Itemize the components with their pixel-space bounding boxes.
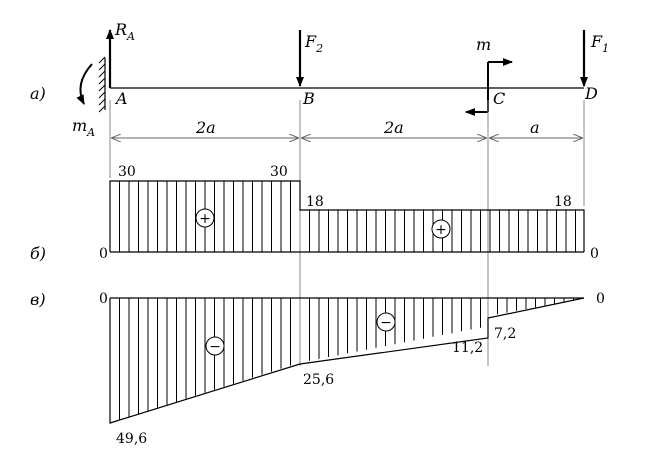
diagram-v-value-c-left: 11,2 — [452, 340, 483, 356]
dimension-label-bc: 2a — [383, 118, 404, 137]
diagram-v-sign-2-text: − — [380, 315, 392, 331]
point-label-b: B — [302, 89, 315, 108]
reaction-moment-label: mA — [72, 116, 95, 139]
diagram-b-value-b-right: 18 — [306, 194, 324, 210]
row-label-b: б) — [30, 244, 46, 263]
diagram-v-value-c-right: 7,2 — [494, 326, 516, 342]
diagram-b-sign-1-text: + — [199, 211, 211, 227]
point-label-a: A — [114, 89, 128, 108]
diagram-v-zero-right: 0 — [596, 291, 605, 307]
applied-moment-label: m — [476, 35, 491, 54]
diagram-v-value-b: 25,6 — [303, 372, 334, 388]
diagram-v-outline — [109, 297, 585, 424]
diagram-v-sign-2: − — [376, 312, 396, 332]
diagram-b-value-a: 30 — [118, 164, 136, 180]
diagram-v-hatching — [119, 298, 574, 420]
diagram-b-sign-1: + — [195, 208, 215, 228]
dimension-label-ab: 2a — [195, 118, 216, 137]
dimension-label-cd: a — [530, 118, 540, 137]
dimension-line: 2a 2a a — [109, 100, 585, 366]
row-label-a: а) — [30, 84, 46, 103]
diagram-b-zero-right: 0 — [590, 246, 599, 262]
diagram-b-zero-left: 0 — [99, 246, 108, 262]
reaction-ra-label: RA — [114, 20, 135, 43]
diagram-b-sign-2-text: + — [435, 222, 447, 238]
diagram-b-outline — [109, 180, 585, 252]
reaction-moment-arrow — [76, 63, 93, 105]
diagram-v-value-a: 49,6 — [116, 431, 147, 447]
row-label-v: в) — [30, 290, 46, 309]
diagram-v-sign-1: − — [205, 336, 225, 356]
diagram-v: 0 0 49,6 25,6 11,2 7,2 − − — [99, 291, 605, 447]
point-label-d: D — [584, 84, 598, 103]
beam-scheme: RA mA F2 F1 m A B C D — [72, 20, 609, 139]
force-f2-label: F2 — [304, 32, 323, 55]
diagram-b-hatching — [119, 181, 576, 252]
diagram-v-sign-1-text: − — [209, 339, 221, 355]
point-label-c: C — [493, 89, 505, 108]
diagram-b-value-b-left: 30 — [270, 164, 288, 180]
diagram-b-sign-2: + — [431, 219, 451, 239]
force-f1-label: F1 — [590, 32, 609, 55]
diagram-b-value-d: 18 — [554, 194, 572, 210]
diagram-v-zero-left: 0 — [99, 291, 108, 307]
fixed-support-hatch — [98, 56, 106, 113]
diagram-b: 30 30 18 18 0 0 + + — [99, 164, 599, 262]
